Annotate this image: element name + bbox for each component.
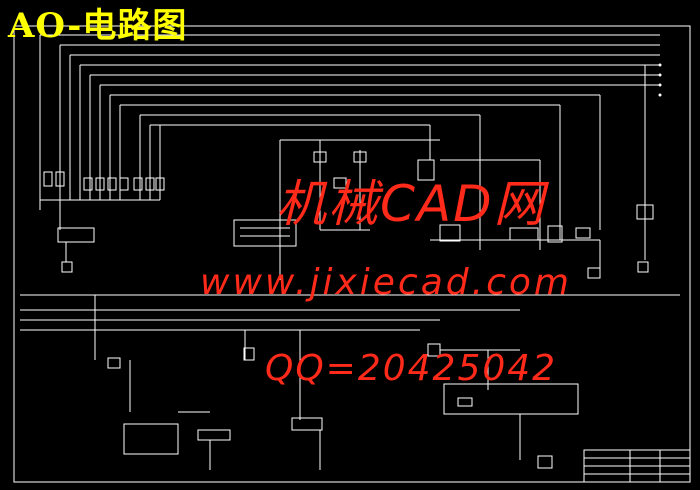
drawing-border <box>13 25 691 483</box>
control-box <box>123 423 179 455</box>
terminal-block <box>233 219 297 247</box>
relay-box <box>57 227 95 243</box>
watermark-url: www.jixiecad.com <box>200 262 572 303</box>
watermark-text: 机械CAD网 <box>276 175 546 233</box>
module-box <box>443 383 579 415</box>
drawing-title: AO-电路图 <box>8 6 188 46</box>
watermark-qq: QQ=20425042 <box>265 348 558 389</box>
